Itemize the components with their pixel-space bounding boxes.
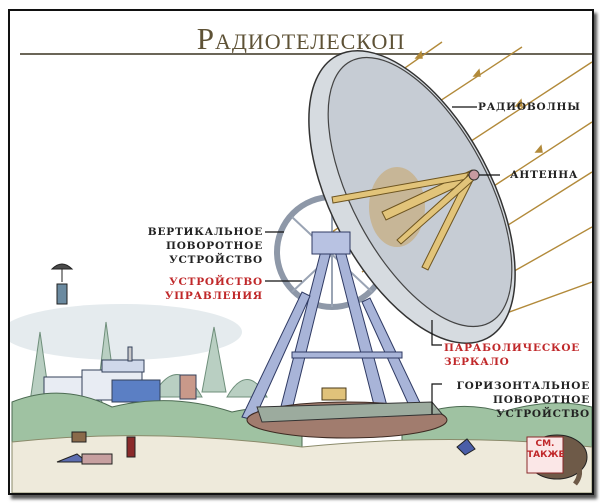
umbrella-figure-icon [50, 263, 74, 305]
page-title: Радиотелескоп [196, 21, 406, 56]
leader-lines [265, 106, 500, 414]
see-also-badge[interactable]: СМ. ТАКЖЕ [527, 439, 565, 460]
antenna-feed-icon [468, 169, 480, 181]
picnic-people-icon [56, 431, 476, 465]
label-radio-waves: РАДИОВОЛНЫ [478, 101, 581, 113]
support-tower-icon [241, 231, 423, 423]
antenna-struts-icon [331, 169, 477, 271]
label-horizontal-rotator: ГОРИЗОНТАЛЬНОЕ ПОВОРОТНОЕ УСТРОЙСТВО [456, 380, 590, 420]
radio-telescope-illustration [10, 41, 592, 493]
label-vertical-rotator: ВЕРТИКАЛЬНОЕ ПОВОРОТНОЕ УСТРОЙСТВО [147, 226, 263, 266]
label-parabolic-mirror: ПАРАБОЛИЧЕСКОЕ ЗЕРКАЛО [444, 342, 581, 368]
mammoth-icon [526, 434, 588, 486]
illustration-frame: Радиотелескоп [8, 9, 594, 495]
label-antenna: АНТЕННА [510, 169, 579, 181]
title-underline [20, 53, 592, 55]
label-control-unit: УСТРОЙСТВО УПРАВЛЕНИЯ [164, 276, 263, 302]
